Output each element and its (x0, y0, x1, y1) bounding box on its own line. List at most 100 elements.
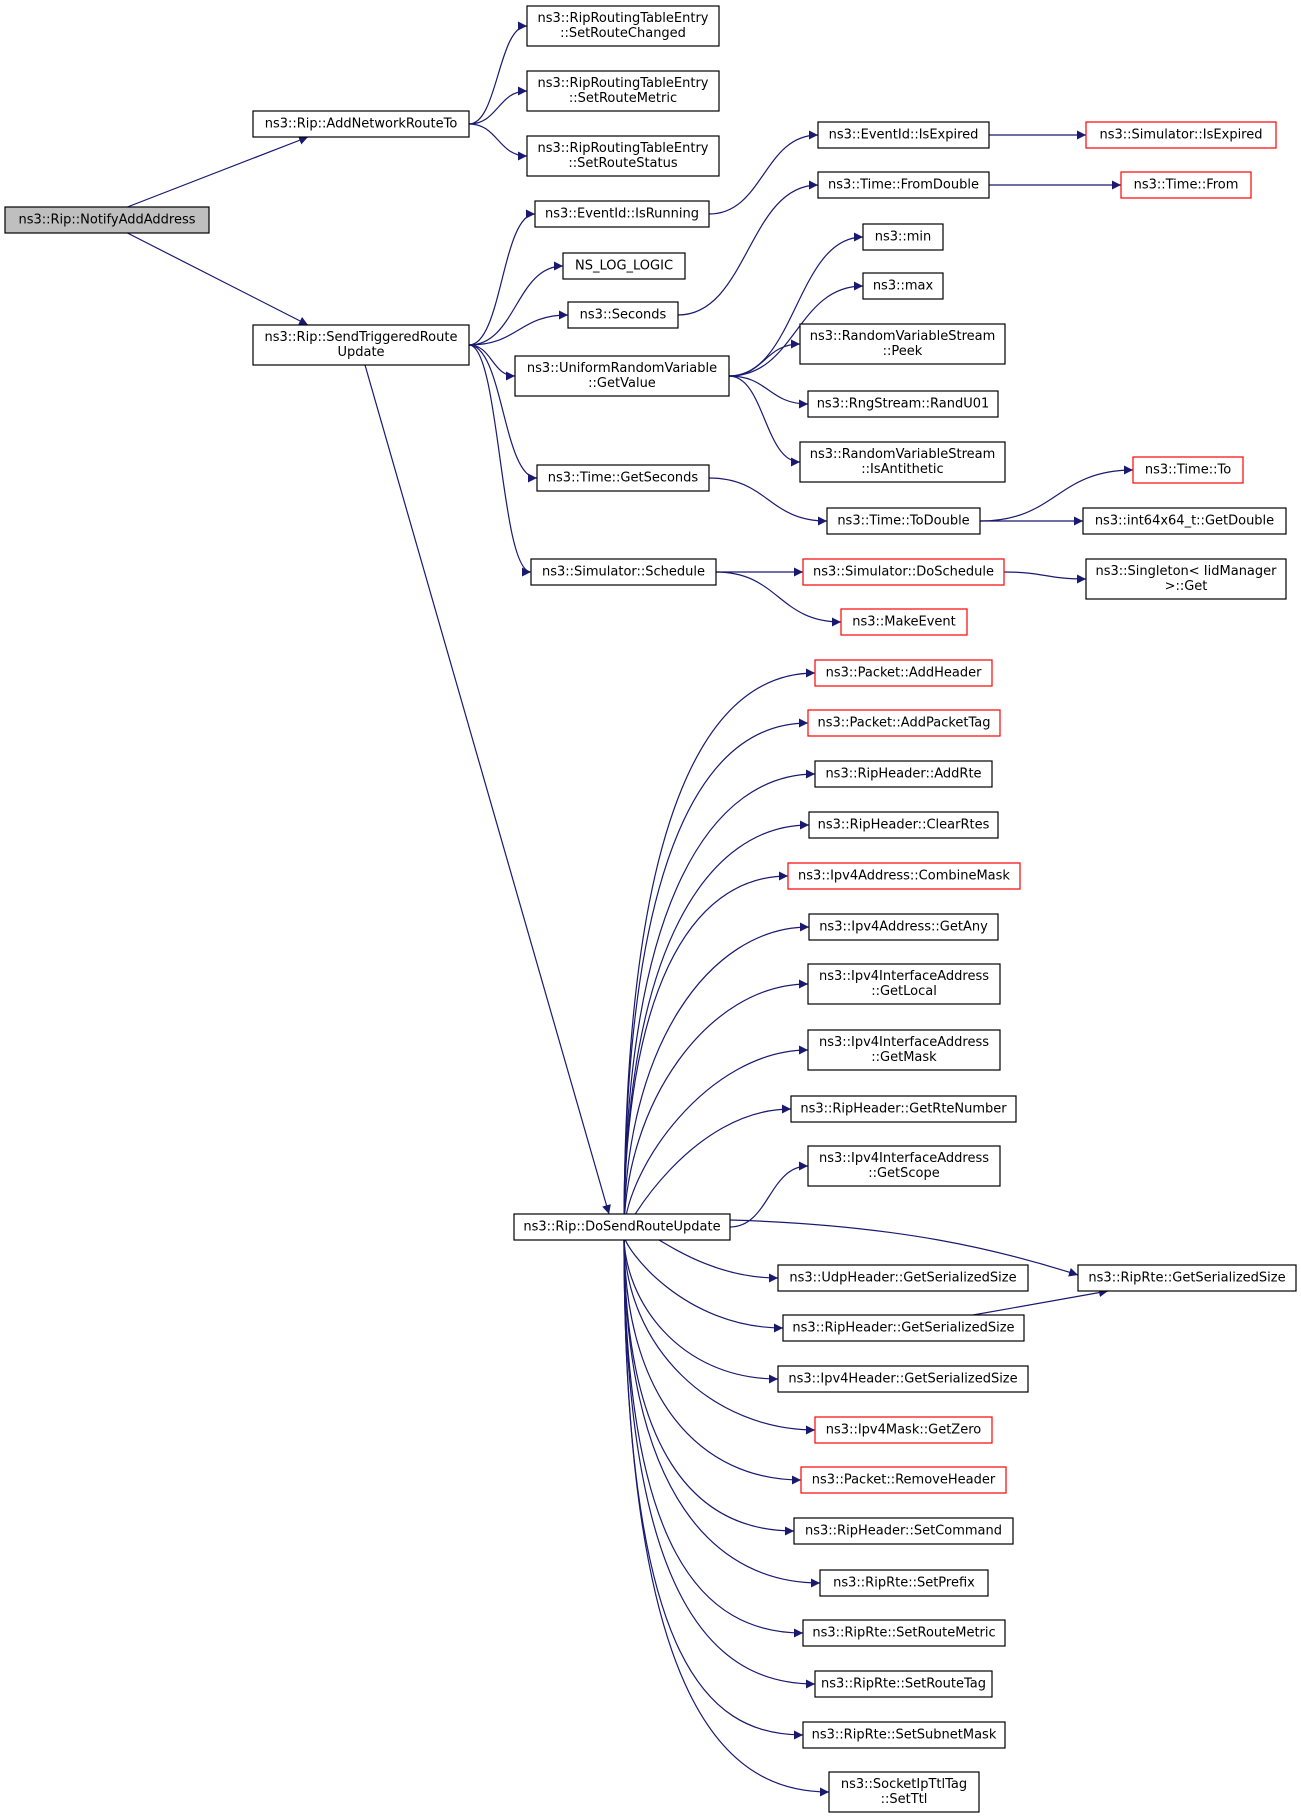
node-ripheadersize[interactable]: ns3::RipHeader::GetSerializedSize (782, 1314, 1025, 1342)
node-box (1085, 121, 1277, 149)
node-box (4, 206, 210, 234)
node-label: ns3::Singleton< IidManager (1095, 564, 1277, 579)
node-addnet[interactable]: ns3::Rip::AddNetworkRouteTo (252, 110, 470, 138)
node-makeevent[interactable]: ns3::MakeEvent (840, 608, 968, 636)
edge-seconds-to-fromdouble (677, 180, 819, 316)
node-box (807, 1145, 1001, 1187)
node-combinemask[interactable]: ns3::Ipv4Address::CombineMask (787, 862, 1021, 890)
edge-dosend-to-setroutetag (623, 1234, 816, 1689)
node-notify[interactable]: ns3::Rip::NotifyAddAddress (4, 206, 210, 234)
node-box (826, 507, 981, 535)
node-layer: ns3::Rip::NotifyAddAddress ns3::Rip::AddN… (4, 5, 1297, 1813)
node-ipv4size[interactable]: ns3::Ipv4Header::GetSerializedSize (777, 1365, 1029, 1393)
node-label: ns3::RipHeader::AddRte (825, 767, 981, 782)
node-dosend[interactable]: ns3::Rip::DoSendRouteUpdate (513, 1213, 731, 1241)
node-box (1077, 1264, 1297, 1292)
node-timefrom[interactable]: ns3::Time::From (1120, 171, 1252, 199)
node-todouble[interactable]: ns3::Time::ToDouble (826, 507, 981, 535)
node-setcommand[interactable]: ns3::RipHeader::SetCommand (793, 1517, 1014, 1545)
node-isanti[interactable]: ns3::RandomVariableStream::IsAntithetic (799, 441, 1006, 483)
edge-urv-to-max (728, 281, 864, 377)
node-urv[interactable]: ns3::UniformRandomVariable::GetValue (514, 355, 730, 397)
node-label: ns3::RandomVariableStream (810, 329, 996, 344)
node-getmask[interactable]: ns3::Ipv4InterfaceAddress::GetMask (807, 1029, 1001, 1071)
node-getseconds[interactable]: ns3::Time::GetSeconds (536, 464, 710, 492)
edge-urv-to-randu01 (728, 375, 809, 409)
node-max[interactable]: ns3::max (862, 272, 944, 300)
node-label: ns3::RipHeader::ClearRtes (818, 818, 990, 833)
node-nslog[interactable]: NS_LOG_LOGIC (562, 252, 686, 280)
node-box (526, 70, 720, 112)
node-simexpired[interactable]: ns3::Simulator::IsExpired (1085, 121, 1277, 149)
node-box (536, 464, 710, 492)
edge-sendtrig-to-dosend (364, 364, 611, 1215)
node-label: ns3::Time::FromDouble (828, 178, 979, 193)
node-label: ns3::Ipv4Address::CombineMask (798, 869, 1010, 884)
node-setttl[interactable]: ns3::SocketIpTtlTag::SetTtl (828, 1771, 980, 1813)
edge-dosend-to-getscope (729, 1161, 809, 1228)
node-setsubnet[interactable]: ns3::RipRte::SetSubnetMask (802, 1721, 1006, 1749)
node-label: ::GetMask (871, 1050, 937, 1065)
node-removeheader[interactable]: ns3::Packet::RemoveHeader (800, 1466, 1007, 1494)
node-doschedule[interactable]: ns3::Simulator::DoSchedule (802, 558, 1005, 586)
node-seconds[interactable]: ns3::Seconds (567, 301, 679, 329)
node-clearrtes[interactable]: ns3::RipHeader::ClearRtes (808, 811, 999, 839)
node-addheader[interactable]: ns3::Packet::AddHeader (814, 659, 993, 687)
node-setroutetag[interactable]: ns3::RipRte::SetRouteTag (814, 1670, 993, 1698)
node-box (534, 200, 710, 228)
node-label: ns3::RipRoutingTableEntry (538, 76, 709, 91)
node-getlocal[interactable]: ns3::Ipv4InterfaceAddress::GetLocal (807, 963, 1001, 1005)
node-timeto[interactable]: ns3::Time::To (1132, 456, 1244, 484)
node-box (814, 659, 993, 687)
node-fromdouble[interactable]: ns3::Time::FromDouble (817, 171, 990, 199)
node-label: ns3::MakeEvent (852, 615, 956, 630)
node-box (252, 110, 470, 138)
node-getany[interactable]: ns3::Ipv4Address::GetAny (808, 913, 999, 941)
edge-urv-to-isanti (728, 375, 801, 467)
node-box (526, 5, 720, 47)
node-singleton[interactable]: ns3::Singleton< IidManager >::Get (1085, 558, 1287, 600)
edge-dosend-to-ripheadersize (623, 1234, 784, 1333)
node-label: ns3::Simulator::IsExpired (1099, 128, 1262, 143)
node-box (807, 709, 1001, 737)
edge-dosend-to-getmask (623, 1045, 809, 1236)
edge-sendtrig-to-seconds (468, 310, 569, 346)
edge-dosend-to-setttl (623, 1234, 830, 1797)
node-udpsize[interactable]: ns3::UdpHeader::GetSerializedSize (777, 1264, 1029, 1292)
node-label: ns3::Ipv4InterfaceAddress (819, 969, 989, 984)
edge-notify-to-sendtrig (127, 232, 309, 326)
edge-dosend-to-addheader (623, 668, 816, 1236)
node-label: ns3::RipRte::SetSubnetMask (812, 1728, 997, 1743)
node-getrtenum[interactable]: ns3::RipHeader::GetRteNumber (790, 1095, 1017, 1123)
node-setchanged[interactable]: ns3::RipRoutingTableEntry::SetRouteChang… (526, 5, 720, 47)
node-setmetric_rip[interactable]: ns3::RipRte::SetRouteMetric (802, 1619, 1006, 1647)
node-setstatus[interactable]: ns3::RipRoutingTableEntry::SetRouteStatu… (526, 135, 720, 177)
node-randu01[interactable]: ns3::RngStream::RandU01 (807, 390, 999, 418)
node-getscope[interactable]: ns3::Ipv4InterfaceAddress::GetScope (807, 1145, 1001, 1187)
node-addpackettag[interactable]: ns3::Packet::AddPacketTag (807, 709, 1001, 737)
node-int64[interactable]: ns3::int64x64_t::GetDouble (1082, 507, 1287, 535)
node-box (799, 441, 1006, 483)
node-box (1082, 507, 1287, 535)
edge-sendtrig-to-schedule (468, 344, 532, 577)
node-isexpired[interactable]: ns3::EventId::IsExpired (817, 121, 990, 149)
node-addrte[interactable]: ns3::RipHeader::AddRte (814, 760, 993, 788)
node-riprtesize[interactable]: ns3::RipRte::GetSerializedSize (1077, 1264, 1297, 1292)
node-label: ns3::UdpHeader::GetSerializedSize (789, 1271, 1016, 1286)
node-getzero[interactable]: ns3::Ipv4Mask::GetZero (814, 1416, 993, 1444)
node-setprefix[interactable]: ns3::RipRte::SetPrefix (819, 1569, 989, 1597)
edge-dosend-to-clearrtes (623, 820, 810, 1236)
node-box (840, 608, 968, 636)
node-peek[interactable]: ns3::RandomVariableStream::Peek (799, 323, 1006, 365)
node-schedule[interactable]: ns3::Simulator::Schedule (530, 558, 717, 586)
node-min[interactable]: ns3::min (862, 223, 944, 251)
node-label: ns3::EventId::IsExpired (829, 128, 979, 143)
node-box (802, 1619, 1006, 1647)
node-isrunning[interactable]: ns3::EventId::IsRunning (534, 200, 710, 228)
node-label: ns3::Time::From (1134, 178, 1239, 193)
node-box (862, 223, 944, 251)
edge-dosend-to-getlocal (623, 979, 809, 1236)
node-setmetric_rte[interactable]: ns3::RipRoutingTableEntry::SetRouteMetri… (526, 70, 720, 112)
node-label: ns3::RipRoutingTableEntry (538, 141, 709, 156)
